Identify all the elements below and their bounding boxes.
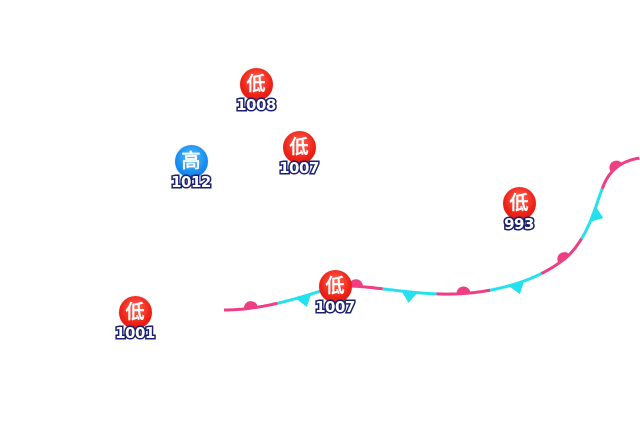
low-pressure-center: 低 1008 xyxy=(226,68,286,114)
high-pressure-center: 高 1012 xyxy=(161,145,221,191)
low-pressure-center: 低 1007 xyxy=(305,270,365,316)
low-symbol: 低 xyxy=(118,296,152,329)
low-pressure-center: 低 1007 xyxy=(269,131,329,177)
pressure-label: 1007 xyxy=(278,159,321,177)
low-pressure-center: 低 993 xyxy=(489,187,549,233)
cold-front-triangle xyxy=(508,281,525,295)
pressure-label: 1007 xyxy=(314,298,357,316)
low-symbol: 低 xyxy=(282,131,316,164)
warm-front-semicircle xyxy=(557,252,570,264)
pressure-label: 1012 xyxy=(170,173,213,191)
high-symbol: 高 xyxy=(174,145,208,178)
pressure-label: 1008 xyxy=(235,96,278,114)
low-pressure-center: 低 1001 xyxy=(105,296,165,342)
warm-front-semicircle xyxy=(609,160,622,173)
warm-front-segment xyxy=(600,156,640,190)
warm-front-semicircle xyxy=(243,301,258,310)
cold-front-triangle xyxy=(590,206,604,222)
pressure-label: 993 xyxy=(503,215,536,233)
low-symbol: 低 xyxy=(318,270,352,303)
cold-front-triangle xyxy=(401,291,418,303)
warm-front-semicircle xyxy=(348,279,363,287)
warm-front-semicircle xyxy=(456,286,471,294)
pressure-label: 1001 xyxy=(114,324,157,342)
low-symbol: 低 xyxy=(239,68,273,101)
cold-front-triangle xyxy=(295,294,312,307)
low-symbol: 低 xyxy=(502,187,536,220)
